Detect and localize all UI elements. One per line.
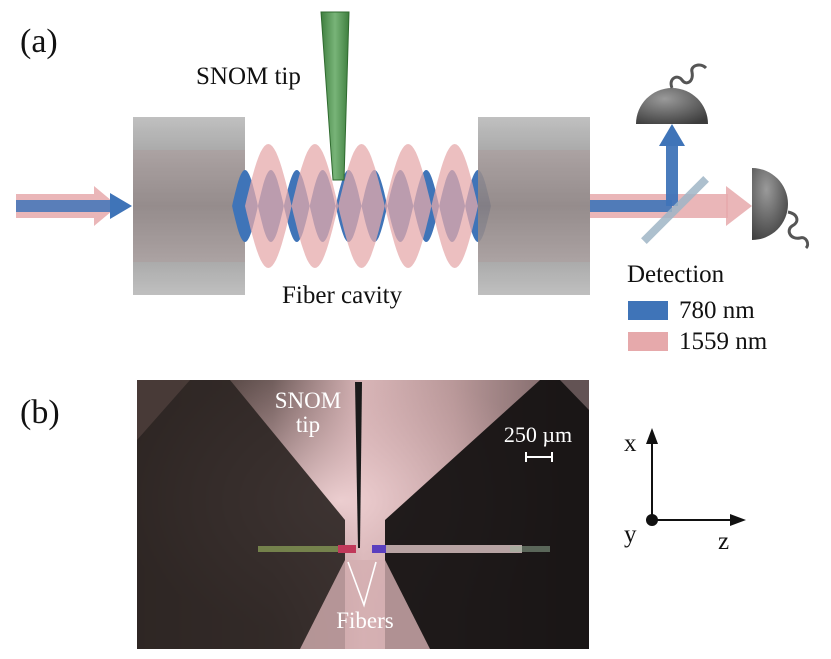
- wave-1559-lobe: [384, 144, 432, 268]
- right-fiber-mirror: [478, 117, 590, 295]
- legend-swatch-780: [628, 301, 668, 320]
- photo-tip-label-line1: SNOM: [275, 388, 341, 413]
- legend-label-1559: 1559 nm: [679, 328, 768, 355]
- output-beam: [590, 124, 752, 226]
- dichroic-mirror: [641, 176, 709, 244]
- wave-1559-lobe: [245, 144, 292, 268]
- axis-x-label: x: [624, 430, 637, 457]
- scale-bar: [525, 452, 553, 462]
- panel-a-label: (a): [20, 23, 58, 60]
- legend-label-780: 780 nm: [679, 297, 755, 324]
- input-beam: [16, 186, 132, 226]
- scale-bar-label: 250 µm: [504, 422, 572, 447]
- photo-tip-label-line2: tip: [296, 412, 320, 437]
- axis-y-label: y: [624, 521, 637, 548]
- wave-1559-lobe: [431, 144, 478, 268]
- fiber-cavity-label: Fiber cavity: [282, 282, 403, 309]
- snom-tip-shape: [320, 11, 350, 181]
- wave-1559-lobe: [338, 144, 385, 268]
- detector-1559: [752, 168, 810, 250]
- wave-1559-lobe: [291, 144, 339, 268]
- legend-swatch-1559: [628, 332, 668, 351]
- left-fiber-mirror: [133, 117, 245, 295]
- y-axis-dot: [646, 514, 658, 526]
- snom-tip-label: SNOM tip: [196, 63, 301, 90]
- panel-b-label: (b): [20, 394, 60, 431]
- standing-waves: [232, 144, 491, 268]
- microscope-photo: [137, 380, 589, 649]
- detector-780: [636, 63, 708, 124]
- axis-z-label: z: [718, 528, 729, 555]
- detection-label: Detection: [627, 261, 725, 288]
- fibers-label: Fibers: [336, 608, 394, 633]
- coordinate-axes: x y z: [624, 428, 746, 555]
- legend: 780 nm 1559 nm: [628, 297, 768, 355]
